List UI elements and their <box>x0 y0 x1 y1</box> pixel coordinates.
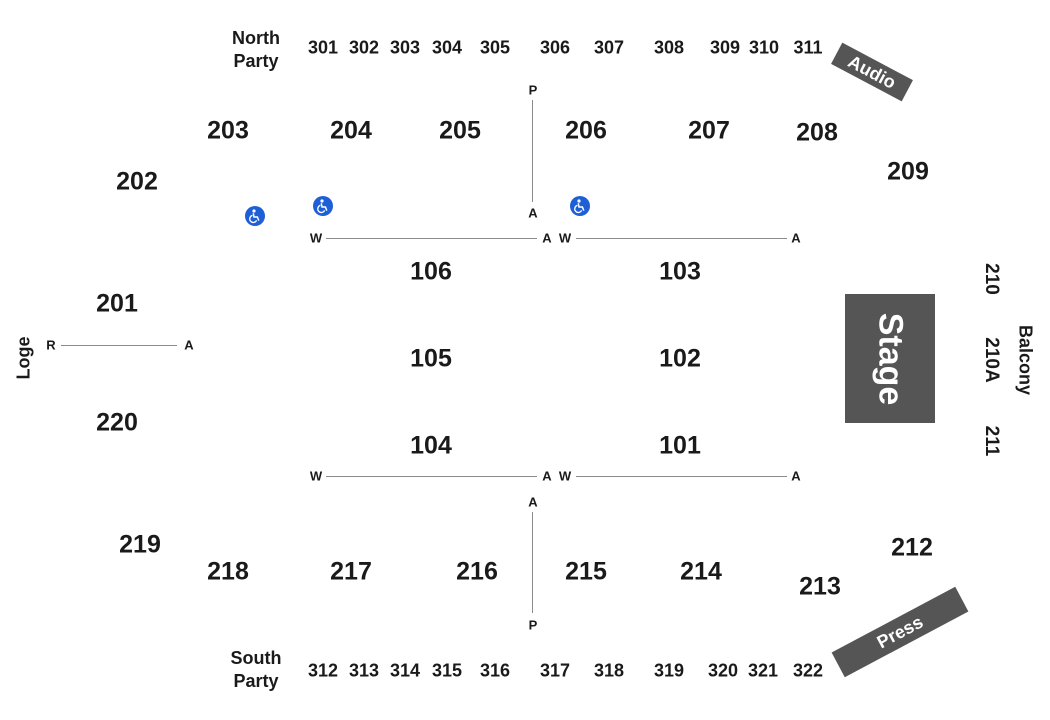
section-308[interactable]: 308 <box>653 37 685 58</box>
section-306[interactable]: 306 <box>539 37 571 58</box>
section-305[interactable]: 305 <box>479 37 511 58</box>
section-219[interactable]: 219 <box>119 530 161 559</box>
section-313[interactable]: 313 <box>348 660 380 681</box>
press-label: Press <box>873 611 927 652</box>
row-marker-a-loge: A <box>184 337 194 353</box>
section-319[interactable]: 319 <box>653 660 685 681</box>
section-106[interactable]: 106 <box>410 257 452 286</box>
stage-label: Stage <box>871 312 910 405</box>
row-line-loge <box>61 345 177 346</box>
section-322[interactable]: 322 <box>792 660 824 681</box>
row-marker-w-106: W <box>309 230 323 246</box>
section-210a[interactable]: 210A <box>981 337 1002 383</box>
row-marker-p-north: P <box>528 82 538 98</box>
row-line-south-aisle <box>532 512 533 613</box>
section-210[interactable]: 210 <box>981 263 1002 295</box>
section-207[interactable]: 207 <box>688 116 730 145</box>
section-220[interactable]: 220 <box>96 408 138 437</box>
section-201[interactable]: 201 <box>96 289 138 318</box>
section-310[interactable]: 310 <box>748 37 780 58</box>
section-318[interactable]: 318 <box>593 660 625 681</box>
stage[interactable]: Stage <box>845 294 935 423</box>
row-line-106 <box>326 238 537 239</box>
north-party-label[interactable]: North Party <box>232 27 280 73</box>
balcony-label: Balcony <box>1015 324 1036 396</box>
section-317[interactable]: 317 <box>539 660 571 681</box>
section-309[interactable]: 309 <box>709 37 741 58</box>
section-214[interactable]: 214 <box>680 557 722 586</box>
row-marker-p-south: P <box>528 617 538 633</box>
wheelchair-accessible-icon <box>570 196 590 216</box>
section-206[interactable]: 206 <box>565 116 607 145</box>
section-212[interactable]: 212 <box>891 533 933 562</box>
south-party-line-2: Party <box>233 671 279 691</box>
north-party-line-2: Party <box>233 51 279 71</box>
audio-label: Audio <box>845 50 900 93</box>
south-party-label[interactable]: South Party <box>231 647 282 693</box>
row-line-101 <box>576 476 787 477</box>
section-215[interactable]: 215 <box>565 557 607 586</box>
section-216[interactable]: 216 <box>456 557 498 586</box>
row-line-104 <box>326 476 537 477</box>
row-marker-r-loge: R <box>46 337 56 353</box>
section-209[interactable]: 209 <box>887 157 929 186</box>
row-marker-a-103: A <box>791 230 801 246</box>
section-102[interactable]: 102 <box>659 344 701 373</box>
press-box[interactable]: Press <box>831 586 969 678</box>
section-103[interactable]: 103 <box>659 257 701 286</box>
section-315[interactable]: 315 <box>431 660 463 681</box>
section-204[interactable]: 204 <box>330 116 372 145</box>
section-312[interactable]: 312 <box>307 660 339 681</box>
section-316[interactable]: 316 <box>479 660 511 681</box>
section-307[interactable]: 307 <box>593 37 625 58</box>
section-208[interactable]: 208 <box>796 118 838 147</box>
section-101[interactable]: 101 <box>659 431 701 460</box>
row-line-103 <box>576 238 787 239</box>
row-marker-a-104: A <box>542 468 552 484</box>
section-218[interactable]: 218 <box>207 557 249 586</box>
section-203[interactable]: 203 <box>207 116 249 145</box>
section-302[interactable]: 302 <box>348 37 380 58</box>
row-marker-w-104: W <box>309 468 323 484</box>
south-party-line-1: South <box>230 648 282 668</box>
section-211[interactable]: 211 <box>981 425 1002 457</box>
section-314[interactable]: 314 <box>389 660 421 681</box>
row-marker-a-106: A <box>542 230 552 246</box>
row-marker-w-101: W <box>558 468 572 484</box>
audio-booth[interactable]: Audio <box>831 42 913 102</box>
section-320[interactable]: 320 <box>707 660 739 681</box>
section-104[interactable]: 104 <box>410 431 452 460</box>
section-217[interactable]: 217 <box>330 557 372 586</box>
loge-label: Loge <box>13 336 34 380</box>
wheelchair-accessible-icon <box>313 196 333 216</box>
section-304[interactable]: 304 <box>431 37 463 58</box>
row-line-north-aisle <box>532 100 533 202</box>
section-202[interactable]: 202 <box>116 167 158 196</box>
north-party-line-1: North <box>232 28 280 48</box>
wheelchair-accessible-icon <box>245 206 265 226</box>
section-105[interactable]: 105 <box>410 344 452 373</box>
row-marker-a-north: A <box>528 205 538 221</box>
section-213[interactable]: 213 <box>799 572 841 601</box>
row-marker-w-103: W <box>558 230 572 246</box>
section-205[interactable]: 205 <box>439 116 481 145</box>
section-311[interactable]: 311 <box>793 37 823 58</box>
row-marker-a-south: A <box>528 494 538 510</box>
section-321[interactable]: 321 <box>747 660 779 681</box>
row-marker-a-101: A <box>791 468 801 484</box>
section-303[interactable]: 303 <box>389 37 421 58</box>
section-301[interactable]: 301 <box>307 37 339 58</box>
